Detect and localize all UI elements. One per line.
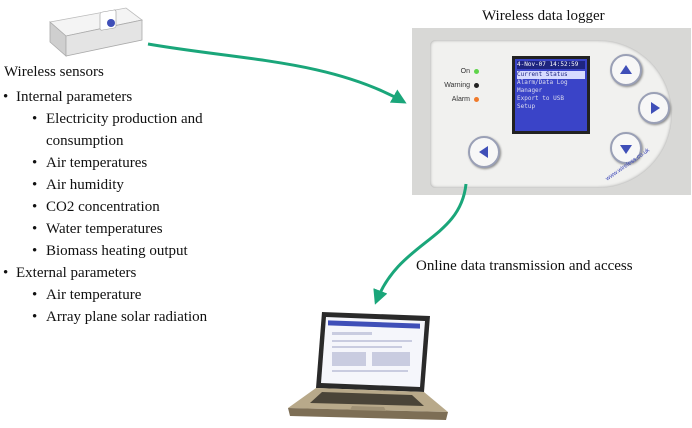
led-label-on: On xyxy=(460,68,470,75)
transmission-label: Online data transmission and access xyxy=(416,258,633,274)
internal-item: Water temperatures xyxy=(0,218,256,240)
logger-panel: On Warning Alarm 4-Nov-07 14:52:59 Curre… xyxy=(430,40,672,188)
internal-item: Air humidity xyxy=(0,174,256,196)
right-button xyxy=(638,92,670,124)
external-heading: External parameters xyxy=(0,262,256,284)
up-button xyxy=(610,54,642,86)
led-label-warning: Warning xyxy=(444,82,470,89)
arrow-up-icon xyxy=(620,65,632,74)
external-item: Air temperature xyxy=(0,284,256,306)
internal-item: Electricity production and consumption xyxy=(0,108,256,152)
down-button xyxy=(610,132,642,164)
screen-header: 4-Nov-07 14:52:59 xyxy=(517,61,585,69)
arrow-down-icon xyxy=(620,145,632,154)
left-button xyxy=(468,136,500,168)
screen-menu-item: Alarm/Data Log xyxy=(517,79,568,86)
warning-led-icon xyxy=(474,83,479,88)
wireless-sensor-image xyxy=(49,7,143,57)
laptop-image xyxy=(288,312,448,420)
screen-menu-item: Export to USB xyxy=(517,95,564,102)
screen-menu-item: Manager xyxy=(517,87,543,94)
logger-to-laptop-arrow xyxy=(373,183,468,305)
alarm-led-icon xyxy=(474,97,479,102)
screen-menu-item: Current Status xyxy=(517,71,585,79)
internal-item: CO2 concentration xyxy=(0,196,256,218)
arrow-left-icon xyxy=(479,146,488,158)
sensor-to-logger-arrow xyxy=(147,42,407,104)
logger-title: Wireless data logger xyxy=(482,8,605,24)
data-logger-image: On Warning Alarm 4-Nov-07 14:52:59 Curre… xyxy=(412,28,691,195)
on-led-icon xyxy=(474,69,479,74)
parameter-list: Internal parameters Electricity producti… xyxy=(0,86,256,328)
internal-heading: Internal parameters xyxy=(0,86,256,108)
internal-item: Air temperatures xyxy=(0,152,256,174)
screen-menu-item: Setup xyxy=(517,103,536,110)
external-item: Array plane solar radiation xyxy=(0,306,256,328)
arrow-right-icon xyxy=(651,102,660,114)
logger-screen: 4-Nov-07 14:52:59 Current Status Alarm/D… xyxy=(512,56,590,134)
led-label-alarm: Alarm xyxy=(451,96,470,103)
internal-item: Biomass heating output xyxy=(0,240,256,262)
sensors-title: Wireless sensors xyxy=(4,64,104,80)
